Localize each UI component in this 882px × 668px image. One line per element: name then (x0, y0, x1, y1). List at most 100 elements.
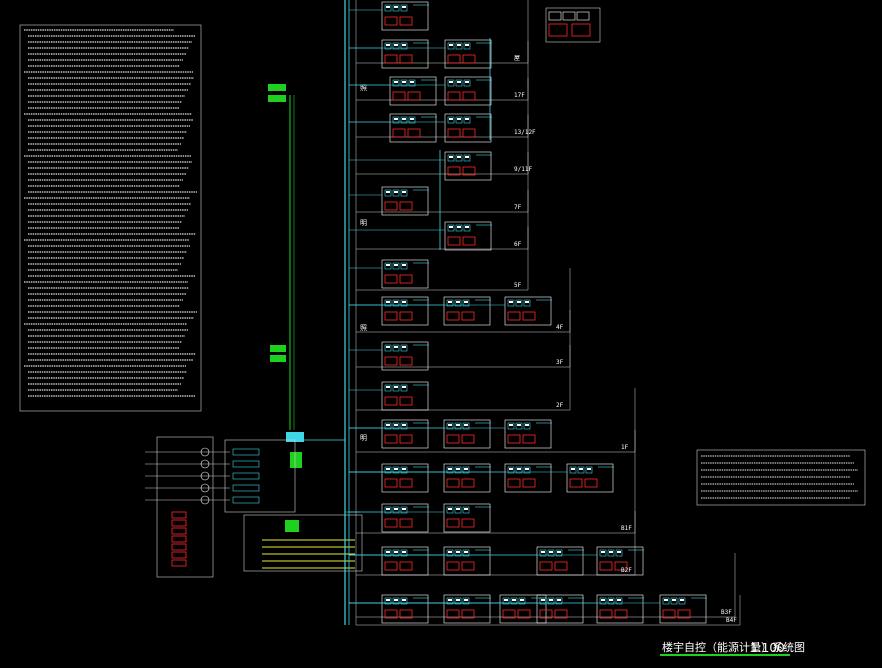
ddc-module (577, 466, 585, 474)
floor-label: B2F (621, 567, 632, 574)
ddc-frame (381, 341, 429, 371)
ddc-module (400, 189, 408, 197)
ddc-controller (349, 221, 492, 251)
riser-label: 明 (360, 434, 367, 442)
meter-box (232, 448, 260, 456)
ddc-frame (536, 546, 584, 576)
ddc-module (384, 384, 392, 392)
meter-icon (461, 609, 475, 619)
floor-label: B1F (621, 525, 632, 532)
ddc-module-face (386, 508, 390, 510)
meter-icon (407, 128, 421, 138)
ddc-module (599, 549, 607, 557)
ddc-module (392, 79, 400, 87)
meter-icon (399, 478, 413, 488)
ddc-module (454, 506, 462, 514)
ddc-module-face (394, 551, 398, 553)
meter-icon (446, 609, 460, 619)
ddc-module-face (386, 386, 390, 388)
ddc-module (510, 597, 518, 605)
ddc-frame (381, 419, 429, 449)
ddc-module-face (410, 118, 414, 120)
ddc-module (515, 466, 523, 474)
ddc-module (455, 79, 463, 87)
notes-text-lines (24, 29, 197, 397)
ddc-module (454, 549, 462, 557)
terminal-icon (171, 519, 187, 527)
ddc-module (455, 116, 463, 124)
ddc-module-face (402, 301, 406, 303)
ddc-module-face (449, 118, 453, 120)
ddc-controller (349, 341, 429, 371)
ddc-frame (444, 151, 492, 181)
floor-label: 5F (514, 282, 522, 289)
ddc-frame (381, 186, 429, 216)
network-riser (268, 84, 304, 468)
ddc-frame (389, 76, 437, 106)
ddc-controller (349, 594, 707, 624)
meter-icon (517, 609, 531, 619)
ddc-module (462, 299, 470, 307)
ddc-module (462, 506, 470, 514)
ddc-module-face (456, 468, 460, 470)
meter-icon (384, 201, 398, 211)
ddc-module (555, 549, 563, 557)
ddc-module-face (394, 264, 398, 266)
ddc-module-face (456, 424, 460, 426)
meter-icon (399, 356, 413, 366)
ddc-module (400, 116, 408, 124)
ddc-frame (596, 594, 644, 624)
ddc-module (392, 549, 400, 557)
meter-box (232, 496, 260, 504)
ddc-controller-boxes (349, 1, 707, 624)
floor-label: 4F (556, 324, 564, 331)
meter-icon (392, 91, 406, 101)
ddc-module (547, 549, 555, 557)
floor-label: B4F (726, 617, 737, 624)
ddc-module-face (520, 599, 524, 601)
meter-icon (461, 311, 475, 321)
ddc-module (615, 549, 623, 557)
ddc-module-face (456, 551, 460, 553)
ddc-module-face (386, 346, 390, 348)
ddc-module (454, 299, 462, 307)
meter-icon (392, 128, 406, 138)
ddc-module (463, 154, 471, 162)
meter-icon (461, 561, 475, 571)
ddc-module-face (386, 301, 390, 303)
ddc-module-face (465, 156, 469, 158)
meter-icon (507, 434, 521, 444)
meter-icon (384, 396, 398, 406)
ddc-module (384, 422, 392, 430)
ddc-controller (349, 186, 429, 216)
meter-icon (539, 609, 553, 619)
ddc-module-face (549, 599, 553, 601)
ddc-frame (444, 113, 492, 143)
riser-label: 明 (360, 219, 367, 227)
ddc-module (462, 597, 470, 605)
ddc-frame (659, 594, 707, 624)
ddc-controller (349, 296, 552, 326)
ddc-module-face (394, 508, 398, 510)
ddc-controller (349, 1, 429, 31)
meter-icon (447, 236, 461, 246)
ddc-module-face (601, 551, 605, 553)
ddc-module (455, 154, 463, 162)
meter-icon (614, 609, 628, 619)
ddc-module (408, 116, 416, 124)
meter-icon (384, 434, 398, 444)
ddc-controller (349, 259, 429, 289)
ddc-frame (443, 546, 491, 576)
ddc-module (454, 422, 462, 430)
ddc-module (447, 42, 455, 50)
ddc-frame (443, 503, 491, 533)
ddc-module-face (609, 551, 613, 553)
control-room-block (145, 436, 363, 578)
ddc-module (384, 597, 392, 605)
ddc-module-face (448, 551, 452, 553)
ddc-module (384, 344, 392, 352)
floor-label: 9/11F (514, 166, 532, 173)
ddc-module (454, 597, 462, 605)
ddc-module (392, 597, 400, 605)
